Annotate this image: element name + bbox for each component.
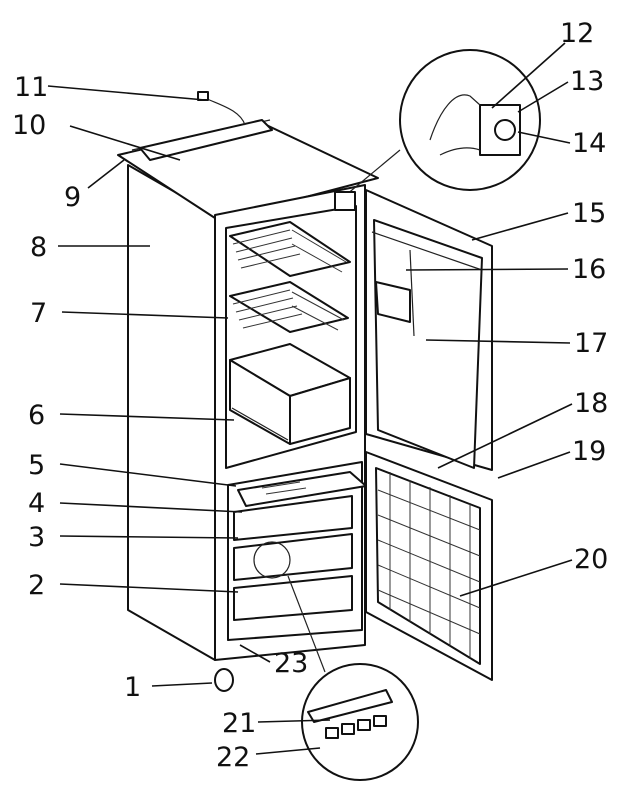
callout-7: 7 — [30, 298, 47, 329]
callout-13: 13 — [570, 66, 604, 97]
callout-21: 21 — [222, 708, 256, 739]
freezer-drawers — [233, 471, 367, 621]
callout-10: 10 — [12, 110, 46, 141]
callout-15: 15 — [572, 198, 606, 229]
power-cord — [204, 97, 246, 126]
top-trim-strip — [139, 119, 273, 161]
adjustable-leg — [214, 668, 234, 692]
callout-23: 23 — [274, 648, 308, 679]
callout-8: 8 — [30, 232, 47, 263]
shelf-holder-detail-circle — [253, 541, 419, 781]
callout-19: 19 — [572, 436, 606, 467]
callout-22: 22 — [216, 742, 250, 773]
glass-shelves — [229, 221, 351, 333]
callout-numbers: 1 2 3 4 5 6 7 8 9 10 11 12 13 14 15 16 1… — [12, 18, 608, 773]
callout-20: 20 — [574, 544, 608, 575]
refrigerator-drawing — [117, 49, 541, 781]
callout-1: 1 — [124, 672, 141, 703]
callout-9: 9 — [64, 182, 81, 213]
fridge-door — [365, 189, 493, 471]
thermostat-detail-circle — [334, 49, 541, 211]
callout-3: 3 — [28, 522, 45, 553]
callout-16: 16 — [572, 254, 606, 285]
callout-4: 4 — [28, 488, 45, 519]
callout-11: 11 — [14, 72, 48, 103]
callout-12: 12 — [560, 18, 594, 49]
callout-6: 6 — [28, 400, 45, 431]
callout-18: 18 — [574, 388, 608, 419]
callout-5: 5 — [28, 450, 45, 481]
cabinet-side-panel — [127, 164, 216, 661]
crisper-boxes — [229, 343, 351, 445]
leader-lines — [47, 42, 573, 755]
freezer-door — [365, 451, 493, 681]
callout-14: 14 — [572, 128, 606, 159]
callout-17: 17 — [574, 328, 608, 359]
callout-2: 2 — [28, 570, 45, 601]
